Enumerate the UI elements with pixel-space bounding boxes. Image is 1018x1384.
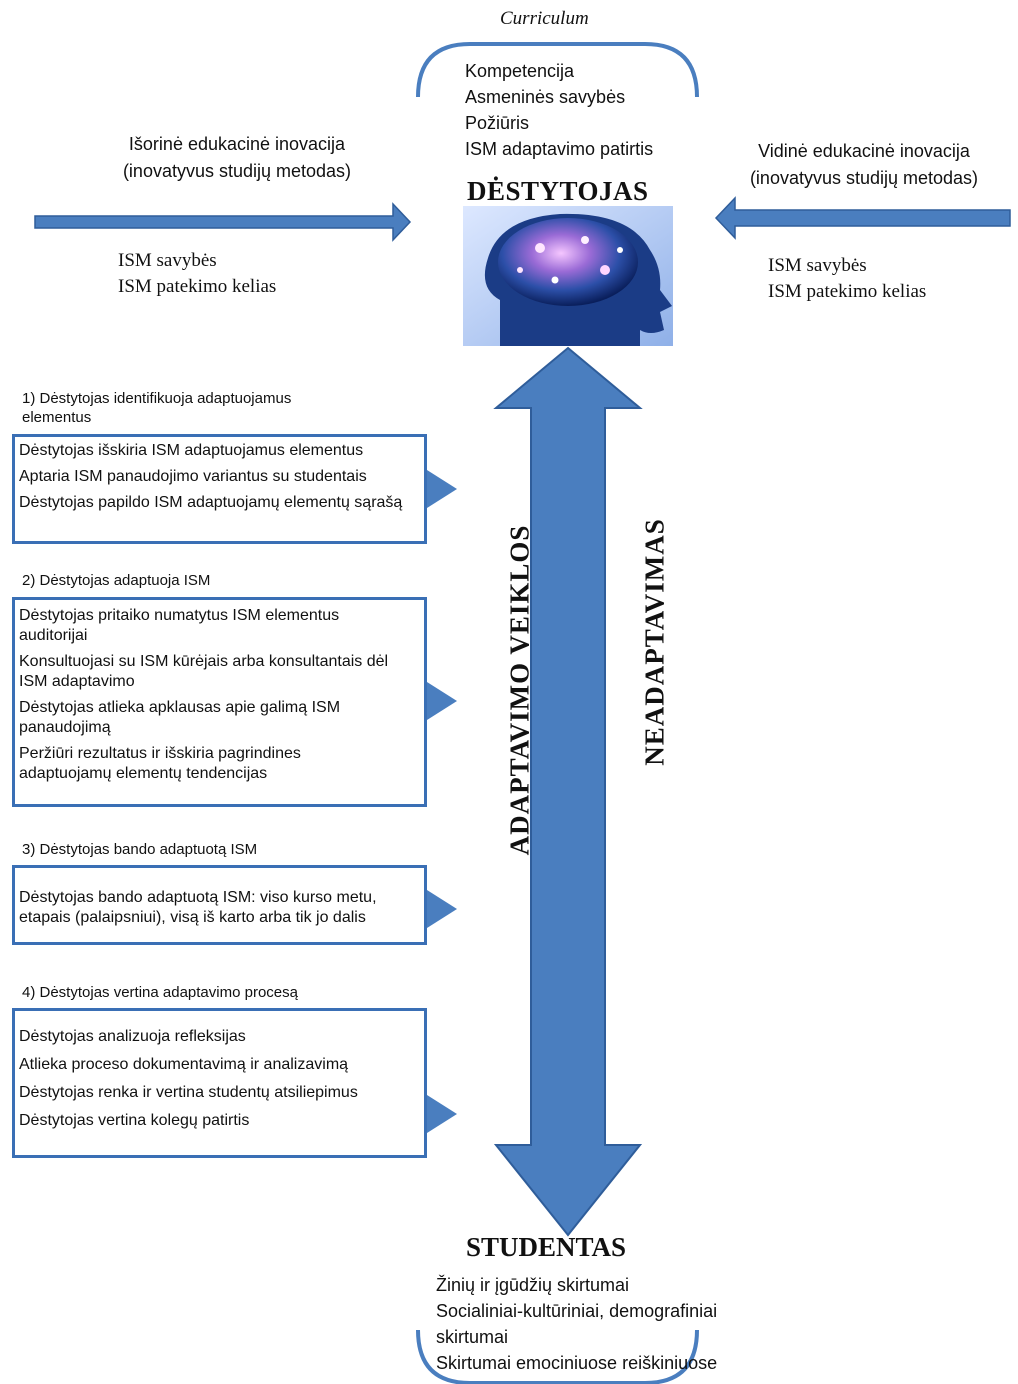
- ism-property: ISM patekimo kelias: [768, 281, 927, 302]
- step-item: Dėstytojas renka ir vertina studentų ats…: [19, 1084, 358, 1101]
- step-4-box: Dėstytojas analizuoja refleksijas Atliek…: [12, 1008, 427, 1158]
- difference-item: Žinių ir įgūdžių skirtumai: [436, 1275, 630, 1295]
- brain-head-image: [463, 206, 673, 346]
- external-innovation-line: (inovatyvus studijų metodas): [122, 161, 352, 181]
- box4-pointer: [427, 1095, 457, 1133]
- step-4-header: 4) Dėstytojas vertina adaptavimo procesą: [22, 984, 298, 1001]
- ism-property: ISM patekimo kelias: [118, 276, 277, 297]
- step-3-box: Dėstytojas bando adaptuotą ISM: viso kur…: [12, 865, 427, 945]
- ism-properties-right: ISM savybės ISM patekimo kelias: [768, 253, 926, 305]
- step-item: Dėstytojas pritaiko numatytus ISM elemen…: [19, 607, 340, 644]
- ism-property: ISM savybės: [768, 255, 867, 276]
- teacher-title: DĖSTYTOJAS: [467, 176, 649, 206]
- teacher-attributes-list: Kompetencija Asmeninės savybės Požiūris …: [465, 58, 653, 162]
- student-differences-list: Žinių ir įgūdžių skirtumai Socialiniai-k…: [436, 1272, 717, 1376]
- internal-innovation-line: Vidinė edukacinė inovacija: [758, 141, 970, 161]
- step-item: Konsultuojasi su ISM kūrėjais arba konsu…: [19, 653, 389, 690]
- box1-pointer: [427, 470, 457, 508]
- step-item: Dėstytojas bando adaptuotą ISM: viso kur…: [19, 889, 377, 926]
- internal-innovation-line: (inovatyvus studijų metodas): [749, 168, 979, 188]
- step-item: Dėstytojas analizuoja refleksijas: [19, 1028, 246, 1045]
- right-input-arrow: [714, 196, 1011, 240]
- step-1-header: 1) Dėstytojas identifikuoja adaptuojamus…: [22, 390, 292, 426]
- curriculum-bracket: [416, 42, 699, 98]
- attribute-item: Požiūris: [465, 113, 530, 133]
- step-item: Atlieka proceso dokumentavimą ir analiza…: [19, 1056, 349, 1073]
- curriculum-label: Curriculum: [500, 8, 589, 29]
- step-item: Dėstytojas vertina kolegų patirtis: [19, 1112, 250, 1129]
- ism-property: ISM savybės: [118, 250, 217, 271]
- box3-pointer: [427, 890, 457, 928]
- internal-innovation-label: Vidinė edukacinė inovacija (inovatyvus s…: [735, 138, 993, 192]
- step-2-box: Dėstytojas pritaiko numatytus ISM elemen…: [12, 597, 427, 807]
- main-double-arrow: [493, 346, 643, 1237]
- step-item: Aptaria ISM panaudojimo variantus su stu…: [19, 468, 367, 485]
- attribute-item: Kompetencija: [465, 61, 575, 81]
- step-item: Dėstytojas papildo ISM adaptuojamų eleme…: [19, 494, 403, 511]
- attribute-item: Asmeninės savybės: [465, 87, 626, 107]
- step-2-header: 2) Dėstytojas adaptuoja ISM: [22, 572, 211, 589]
- step-3-header: 3) Dėstytojas bando adaptuotą ISM: [22, 841, 258, 858]
- step-item: Peržiūri rezultatus ir išskiria pagrindi…: [19, 745, 301, 782]
- external-innovation-label: Išorinė edukacinė inovacija (inovatyvus …: [107, 131, 367, 185]
- non-adaptation-label: NEADAPTAVIMAS: [639, 518, 670, 766]
- step-1-box: Dėstytojas išskiria ISM adaptuojamus ele…: [12, 434, 427, 544]
- external-innovation-line: Išorinė edukacinė inovacija: [128, 134, 346, 154]
- attribute-item: ISM adaptavimo patirtis: [465, 139, 654, 159]
- box2-pointer: [427, 682, 457, 720]
- step-item: Dėstytojas išskiria ISM adaptuojamus ele…: [19, 442, 364, 459]
- ism-properties-left: ISM savybės ISM patekimo kelias: [118, 248, 276, 300]
- adaptation-activities-label: ADAPTAVIMO VEIKLOS: [504, 524, 535, 856]
- difference-item: Skirtumai emociniuose reiškiniuose: [436, 1353, 718, 1373]
- step-item: Dėstytojas atlieka apklausas apie galimą…: [19, 699, 341, 736]
- left-input-arrow: [34, 202, 412, 242]
- difference-item: Socialiniai-kultūriniai, demografiniai: [436, 1301, 718, 1321]
- difference-item: skirtumai: [436, 1327, 509, 1347]
- students-bracket: [416, 1329, 699, 1384]
- students-title: STUDENTAS: [466, 1232, 627, 1262]
